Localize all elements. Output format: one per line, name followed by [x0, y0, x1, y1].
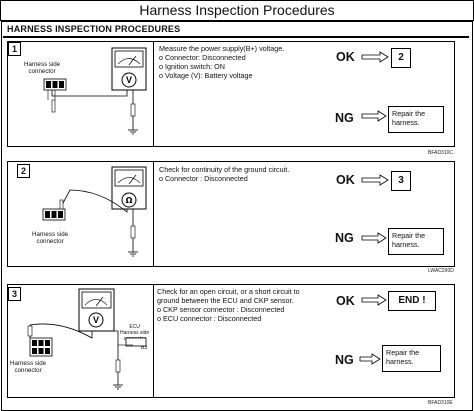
heading-divider: [3, 36, 469, 38]
step-2-ng-label: NG: [335, 231, 354, 245]
step-3-divider: [153, 284, 154, 398]
step-3-ng-target: Repair the harness.: [382, 345, 441, 372]
ecu-connector-icon: [125, 337, 147, 347]
step-3-ok-arrow-icon: [361, 294, 387, 306]
step-2-ok-target: 3: [391, 171, 411, 191]
voltmeter-icon: [121, 72, 137, 88]
step-1-number: 1: [8, 42, 21, 56]
step-1-divider: [153, 41, 154, 147]
probe-lead: [29, 323, 93, 339]
step-2-instructions: Check for continuity of the ground circu…: [159, 165, 290, 183]
procedures-heading: HARNESS INSPECTION PROCEDURES: [7, 24, 181, 34]
svg-text:V: V: [93, 315, 99, 325]
step-3-figure-code: BFAD310E: [428, 400, 453, 406]
step-1-ok-arrow-icon: [361, 51, 389, 63]
multimeter-display: [114, 50, 144, 68]
multimeter-display: [81, 291, 112, 309]
step-1-ng-label: NG: [335, 111, 354, 125]
step-1-connector-label: Harness side connector: [24, 61, 61, 75]
step-2-ok-arrow-icon: [361, 174, 389, 186]
svg-text:V: V: [126, 75, 132, 85]
voltmeter-icon: [88, 312, 104, 328]
step-1-ng-target: Repair the harness.: [388, 106, 444, 133]
step-3-ok-label: OK: [336, 294, 355, 308]
multimeter-display: [114, 169, 144, 187]
step-2-divider: [153, 161, 154, 267]
probe-lead: [51, 90, 128, 97]
step-1-ok-label: OK: [336, 50, 355, 64]
probe-lead: [61, 189, 128, 213]
step-3-instructions: Check for an open circuit, or a short ci…: [157, 287, 300, 323]
step-3-ng-arrow-icon: [359, 353, 381, 365]
step-3-ecu-pin: B3: [141, 345, 148, 351]
step-2-ng-target: Repair the harness.: [388, 228, 444, 255]
step-3-connector-label: Harness side connector: [10, 360, 47, 374]
step-3-ng-label: NG: [335, 353, 354, 367]
step-3-ok-target: END !: [388, 291, 436, 311]
step-2-figure-code: LWAC290D: [428, 268, 454, 274]
ohmmeter-icon: [121, 192, 137, 208]
step-1-ng-arrow-icon: [361, 110, 387, 122]
step-2-ok-label: OK: [336, 173, 355, 187]
step-1-ok-target: 2: [391, 48, 411, 68]
step-3-number: 3: [8, 287, 21, 301]
page-title: Harness Inspection Procedures: [0, 0, 474, 21]
step-2-number: 2: [17, 164, 30, 178]
step-2-ng-arrow-icon: [361, 232, 387, 244]
step-2-connector-label: Harness side connector: [32, 231, 69, 245]
step-1-instructions: Measure the power supply(B+) voltage. o …: [159, 44, 285, 80]
step-1-figure-code: BFAD310C: [428, 150, 454, 156]
svg-text:Ω: Ω: [126, 196, 133, 205]
